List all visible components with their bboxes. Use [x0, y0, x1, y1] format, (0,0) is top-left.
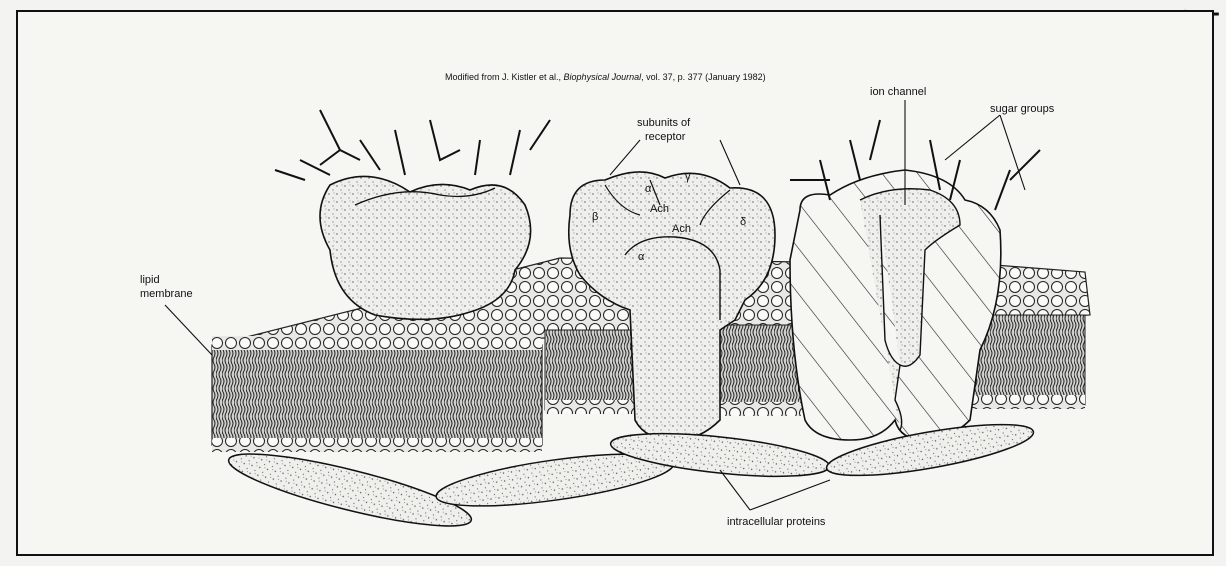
ach-label-2: Ach — [672, 223, 691, 235]
label-sugar-groups: sugar groups — [990, 103, 1055, 115]
subunit-gamma: γ — [685, 171, 691, 183]
label-receptor: receptor — [645, 131, 686, 143]
label-lipid: lipid — [140, 274, 160, 286]
subunit-beta: β — [592, 211, 598, 223]
label-subunits: subunits of — [637, 117, 691, 129]
subunit-alpha-top: α — [645, 183, 652, 195]
subunit-delta: δ — [740, 216, 746, 228]
label-membrane: membrane — [140, 288, 193, 300]
subunit-alpha-bottom: α — [638, 251, 645, 263]
ach-label-1: Ach — [650, 203, 669, 215]
label-intracellular-proteins: intracellular proteins — [727, 516, 826, 528]
glycoprotein-left — [275, 110, 550, 319]
citation-line: Modified from J. Kistler et al., Biophys… — [445, 72, 766, 82]
label-ion-channel: ion channel — [870, 86, 926, 98]
